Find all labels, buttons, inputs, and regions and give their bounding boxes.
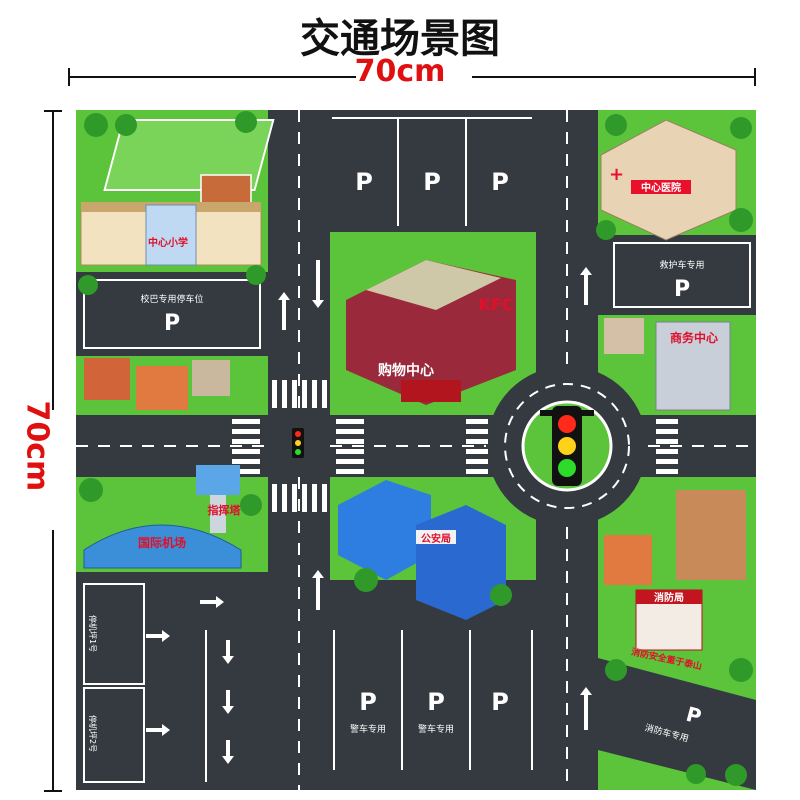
ambulance-lot	[598, 235, 756, 315]
ambulance-bay	[613, 242, 751, 308]
yellow-light	[558, 437, 576, 455]
apron-markings	[83, 583, 207, 783]
top-parking-lot	[330, 110, 536, 232]
school-bus-parking-label: 校巴专用停车位	[140, 293, 203, 305]
airport-terminal	[83, 465, 242, 569]
arrow-up-right-bottom-road	[580, 687, 592, 730]
page-title: 交通场景图	[300, 16, 500, 62]
width-dimension-line-right	[472, 76, 754, 78]
fire-parking-p: P	[684, 702, 704, 729]
height-dimension-tick-top	[44, 110, 62, 112]
hospital-building	[600, 119, 737, 241]
height-dimension-line-bottom	[52, 530, 54, 792]
apron-2-label: 停机坪2号	[88, 715, 98, 752]
fire-station-sign: 消防局	[654, 591, 684, 604]
road-arrows	[278, 260, 592, 730]
width-dimension-tick-left	[68, 68, 70, 86]
crosswalk-roundabout-left	[466, 419, 488, 474]
width-dimension-tick-right	[754, 68, 756, 86]
school-building	[80, 202, 262, 266]
fire-truck-lot	[598, 658, 756, 790]
police-station	[338, 480, 506, 620]
tennis-court	[200, 174, 252, 204]
parking-p-top-2: P	[423, 168, 441, 196]
trees	[78, 111, 753, 786]
airport-apron	[76, 572, 268, 790]
hospital-sign: 中心医院	[641, 181, 681, 194]
residential-block-left	[84, 358, 230, 410]
height-dimension-label: 70cm	[19, 400, 55, 492]
soccer-field	[103, 119, 275, 191]
bottom-parking-lot	[330, 580, 536, 790]
crosswalk-bottom	[272, 484, 327, 512]
parking-p-top-3: P	[491, 168, 509, 196]
roundabout-traffic-light	[540, 406, 594, 486]
bottom-parking-bays	[333, 630, 533, 770]
zebra-crossings	[232, 380, 678, 512]
apron-arrows	[146, 596, 234, 764]
height-dimension-line-top	[52, 110, 54, 410]
airport-sign: 国际机场	[138, 535, 186, 550]
lane-markings	[76, 110, 756, 790]
fire-station	[635, 589, 703, 651]
small-traffic-light	[292, 428, 304, 458]
police-parking-label-1: 警车专用	[350, 723, 386, 735]
traffic-scene-map: P P P P P P 警车专用 警车专用 校巴专用停车位 P 救护车专用 P …	[76, 110, 756, 790]
business-center	[604, 318, 731, 411]
residential-block-right	[604, 490, 746, 585]
business-center-sign: 商务中心	[670, 330, 718, 345]
kfc-sign: KFC	[478, 295, 513, 314]
parking-p-top-1: P	[355, 168, 373, 196]
ambulance-parking-label: 救护车专用	[659, 259, 704, 271]
crosswalk-top	[272, 380, 327, 408]
hospital-cross-icon: +	[609, 164, 624, 185]
arrow-up-bottom-road	[312, 570, 324, 610]
school-bus-lot	[76, 272, 268, 356]
parking-p-bottom-1: P	[359, 688, 377, 716]
top-parking-bays	[332, 117, 532, 226]
arrow-up-right-road	[580, 267, 592, 305]
police-sign: 公安局	[421, 532, 451, 545]
ambulance-parking-p: P	[674, 277, 690, 302]
police-parking-label-2: 警车专用	[418, 723, 454, 735]
crosswalk-left	[232, 419, 260, 474]
red-light	[558, 415, 576, 433]
crosswalk-right	[336, 419, 364, 474]
school-bus-bay	[83, 279, 261, 349]
shopping-mall	[346, 260, 516, 405]
crosswalk-roundabout-right	[656, 419, 678, 474]
parking-p-bottom-3: P	[491, 688, 509, 716]
arrow-down-left	[278, 292, 290, 330]
control-tower-sign: 指挥塔	[208, 503, 242, 517]
parking-p-bottom-2: P	[427, 688, 445, 716]
mall-sign: 购物中心	[378, 362, 434, 379]
green-light	[558, 459, 576, 477]
roundabout-dash-ring	[504, 383, 630, 509]
apron-1-label: 停机坪1号	[88, 615, 98, 652]
height-dimension-tick-bottom	[44, 790, 62, 792]
arrow-up-straight-right	[312, 260, 324, 308]
school-bus-parking-p: P	[164, 311, 180, 336]
school-sign: 中心小学	[148, 236, 188, 249]
width-dimension-label: 70cm	[354, 54, 446, 89]
width-dimension-line-left	[70, 76, 356, 78]
